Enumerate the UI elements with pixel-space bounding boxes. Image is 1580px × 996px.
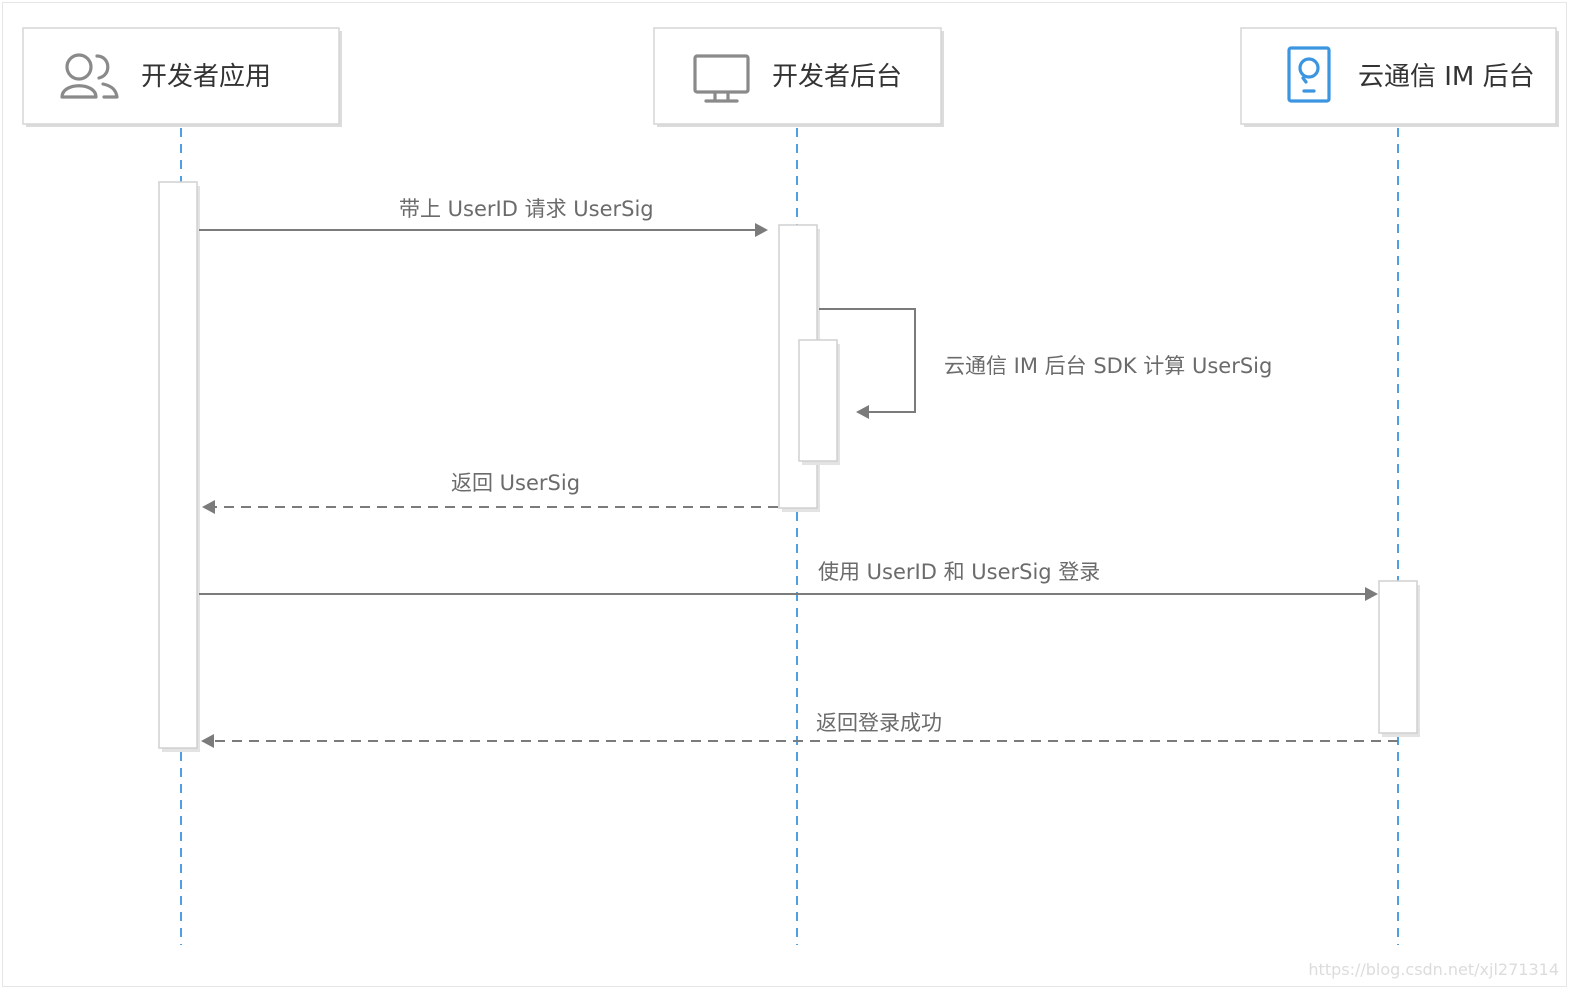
activation-im bbox=[1378, 580, 1420, 737]
arrowhead-right bbox=[755, 223, 768, 237]
participant-server: 开发者后台 bbox=[653, 27, 944, 127]
monitor-icon bbox=[693, 54, 750, 103]
message-login-success: 返回登录成功 bbox=[201, 711, 1398, 748]
diagram-frame bbox=[2, 2, 1567, 987]
participant-label-app: 开发者应用 bbox=[141, 62, 271, 92]
activation-app bbox=[158, 181, 200, 752]
message-label: 使用 UserID 和 UserSig 登录 bbox=[818, 560, 1100, 584]
arrowhead-left bbox=[856, 405, 869, 419]
participant-app: 开发者应用 bbox=[22, 27, 342, 127]
activation-server-nested bbox=[798, 339, 840, 465]
participant-label-im: 云通信 IM 后台 bbox=[1358, 62, 1535, 92]
message-label: 返回登录成功 bbox=[816, 711, 942, 735]
arrowhead-left bbox=[202, 500, 215, 514]
message-label: 返回 UserSig bbox=[451, 471, 580, 495]
id-badge-icon bbox=[1287, 46, 1331, 103]
message-label: 云通信 IM 后台 SDK 计算 UserSig bbox=[944, 354, 1272, 378]
participant-im: 云通信 IM 后台 bbox=[1240, 27, 1559, 127]
users-icon bbox=[60, 53, 119, 99]
message-request-usersig: 带上 UserID 请求 UserSig bbox=[199, 197, 768, 237]
message-return-usersig: 返回 UserSig bbox=[202, 471, 778, 514]
participant-label-server: 开发者后台 bbox=[772, 62, 902, 92]
message-login: 使用 UserID 和 UserSig 登录 bbox=[199, 560, 1378, 601]
arrowhead-left bbox=[201, 734, 214, 748]
message-label: 带上 UserID 请求 UserSig bbox=[399, 197, 654, 221]
watermark: https://blog.csdn.net/xjl271314 bbox=[1308, 960, 1559, 979]
arrowhead-right bbox=[1365, 587, 1378, 601]
message-compute-usersig: 云通信 IM 后台 SDK 计算 UserSig bbox=[819, 308, 1272, 419]
